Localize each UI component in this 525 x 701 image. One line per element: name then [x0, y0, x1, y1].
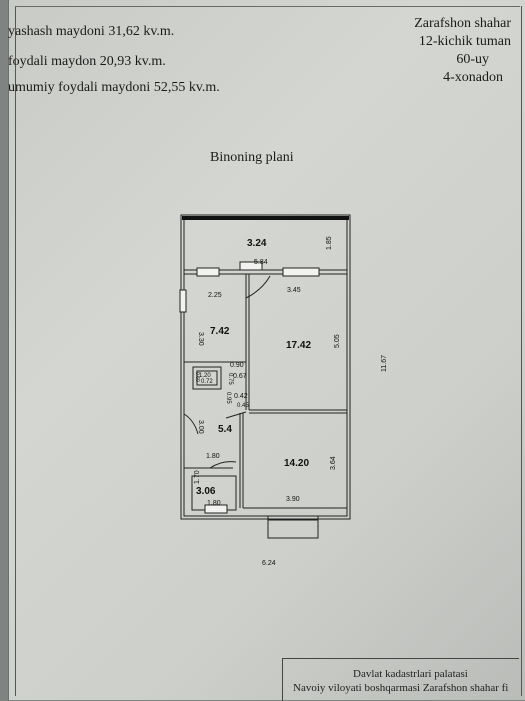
balcony-area: 3.24: [247, 238, 267, 249]
door-swing-1: [245, 275, 271, 299]
dim-bedroom-depth: 3.64: [330, 456, 337, 470]
address-district: 12-kichik tuman: [418, 34, 511, 49]
dim-balcony-depth: 1.85: [326, 236, 333, 250]
dim-pantry-w: 0.90: [230, 362, 244, 369]
dim-kitchen-depth: 3.30: [197, 332, 204, 346]
bathroom-area: 3.06: [196, 486, 216, 497]
bedroom-area: 14.20: [284, 458, 309, 469]
cadastre-stamp-box: Davlat kadastrlari palatasi Navoiy viloy…: [282, 658, 519, 701]
dim-living-depth: 5.05: [334, 334, 341, 348]
pantry-area: 1.20: [199, 373, 211, 379]
dim-kitchen-width: 2.25: [208, 292, 222, 299]
window-bath: [204, 504, 228, 514]
hall-area: 5.4: [218, 424, 232, 435]
living-room-area: 17.42: [286, 340, 311, 351]
dim-corr3: 0.45: [237, 403, 249, 409]
pantry-small-area: 0.72: [201, 379, 213, 385]
dim-bedroom-width: 3.90: [286, 496, 300, 503]
page-frame: [15, 6, 522, 696]
plan-title: Binoning plani: [210, 150, 294, 165]
pantry-box: [192, 366, 222, 390]
pantry-inner: [196, 370, 218, 386]
dim-hall-depth: 3.00: [197, 420, 204, 434]
dim-bath-width-top: 1.80: [206, 453, 220, 460]
dim-total-width: 6.24: [262, 560, 276, 567]
balcony-edge: [182, 216, 349, 220]
dim-total-length: 11.67: [381, 355, 388, 372]
door-swing-3: [209, 461, 237, 469]
window-balcony-door: [239, 261, 263, 271]
total-area-text: umumiy foydali maydoni 52,55 kv.m.: [8, 80, 220, 95]
door-swing-2: [183, 413, 199, 435]
dim-pantry-d3: 0.67: [233, 373, 247, 380]
dim-pantry-d2: 0.75: [227, 373, 233, 385]
address-apartment: 4-xonadon: [443, 70, 503, 85]
dim-pantry-d1: 0.60: [194, 372, 200, 382]
dim-bath-width-bottom: 1.80: [207, 500, 221, 507]
dim-balcony-width: 5.84: [254, 259, 268, 266]
footer-line1: Davlat kadastrlari palatasi: [353, 668, 468, 680]
address-house: 60-uy: [456, 52, 489, 67]
dim-living-width: 3.45: [287, 287, 301, 294]
kitchen-area: 7.42: [210, 326, 230, 337]
window-side: [179, 289, 187, 313]
top-rule: [15, 6, 520, 7]
outer-wall: [180, 214, 351, 520]
door-swing-4: [225, 411, 247, 419]
document-sheet: [8, 0, 525, 700]
window-living: [282, 267, 320, 277]
living-area-text: yashash maydoni 31,62 kv.m.: [8, 24, 175, 39]
dim-corr1: 0.95: [225, 392, 231, 404]
address-city: Zarafshon shahar: [414, 16, 511, 31]
window-kitchen: [196, 267, 220, 277]
bay-window: [267, 515, 319, 539]
dim-bath-depth: 1.70: [194, 470, 201, 484]
footer-line2: Navoiy viloyati boshqarmasi Zarafshon sh…: [293, 682, 509, 694]
useful-area-text: foydali maydon 20,93 kv.m.: [8, 54, 166, 69]
dim-corr2: 0.42: [234, 393, 248, 400]
